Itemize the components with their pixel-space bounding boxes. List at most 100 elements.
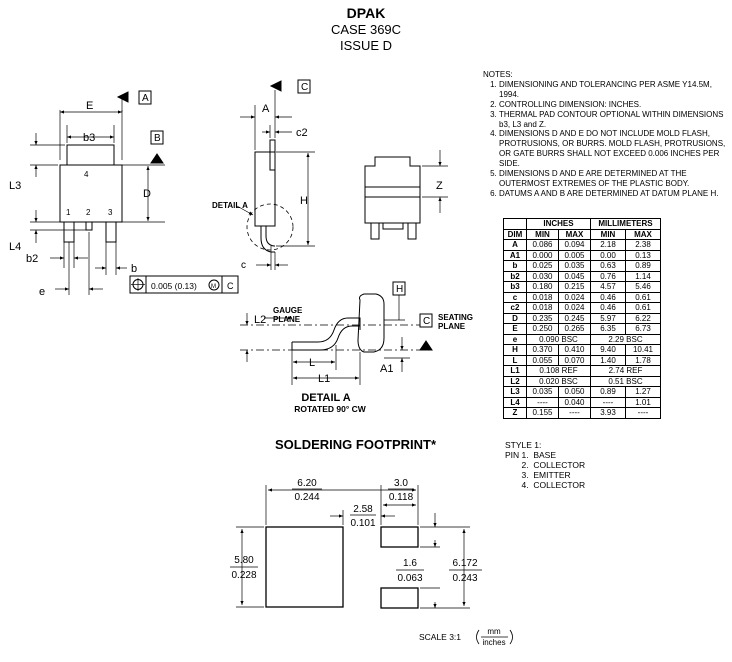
table-cell-dim: L1 <box>503 365 527 377</box>
table-head-inches: INCHES <box>526 218 591 230</box>
datum-B: B <box>154 133 161 144</box>
table-cell-dim: L4 <box>503 396 527 408</box>
note-5: DIMENSIONS D AND E ARE DETERMINED AT THE… <box>499 169 728 189</box>
table-cell-in-min: 0.155 <box>526 407 559 419</box>
table-cell-dim: D <box>503 312 527 324</box>
table-cell-mm-max: 1.78 <box>625 354 661 366</box>
table-cell-mm-max: 0.61 <box>625 291 661 303</box>
fp-scale: SCALE 3:1 <box>419 632 461 642</box>
tolerance-value: 0.005 (0.13) <box>151 281 197 291</box>
table-cell-mm: 0.51 BSC <box>590 375 661 387</box>
detail-a-labels: L2 GAUGE PLANE H C SEATING PLANE L L1 A1… <box>254 284 473 414</box>
table-cell-mm-min: 0.63 <box>590 260 626 272</box>
gauge-plane-label-2: PLANE <box>273 315 301 324</box>
dimension-table: INCHES MILLIMETERS DIM MIN MAX MIN MAX A… <box>503 218 661 419</box>
footprint-large-pad <box>265 526 344 608</box>
label-L1: L1 <box>318 373 330 385</box>
table-cell-in-max: 0.045 <box>558 270 591 282</box>
tolerance-mmc: M <box>211 284 216 290</box>
table-cell-dim: L3 <box>503 386 527 398</box>
table-head-mm: MILLIMETERS <box>590 218 661 230</box>
detail-a-view <box>240 281 433 385</box>
note-6: DATUMS A AND B ARE DETERMINED AT DATUM P… <box>499 189 728 199</box>
table-cell-in-min: 0.055 <box>526 354 559 366</box>
table-cell-dim: A1 <box>503 249 527 261</box>
datum-C-seating: C <box>423 316 430 327</box>
table-cell-in-max: 0.024 <box>558 302 591 314</box>
table-cell-in-min: 0.018 <box>526 291 559 303</box>
footprint-pad-lower <box>380 587 419 609</box>
table-cell-mm-max: 0.61 <box>625 302 661 314</box>
detail-a-body <box>357 293 385 353</box>
table-col-in-max: MAX <box>558 228 591 240</box>
top-view-lead-3 <box>105 221 117 243</box>
table-col-mm-max: MAX <box>625 228 661 240</box>
table-cell-dim: c2 <box>503 302 527 314</box>
notes-heading: NOTES: <box>483 70 513 79</box>
style-block: STYLE 1: PIN 1. BASE 2. COLLECTOR 3. EMI… <box>505 440 585 490</box>
label-L3: L3 <box>9 180 21 192</box>
style-pin-2: 2. COLLECTOR <box>505 460 586 470</box>
note-1: DIMENSIONING AND TOLERANCING PER ASME Y1… <box>499 80 728 100</box>
table-cell-mm-min: ---- <box>590 396 626 408</box>
table-cell-mm-min: 2.18 <box>590 239 626 251</box>
seating-plane-label-2: PLANE <box>438 322 466 331</box>
table-cell-in-max: 0.245 <box>558 312 591 324</box>
table-cell-in-max: 0.215 <box>558 281 591 293</box>
soldering-footprint <box>230 485 513 645</box>
fp-d6-in: 0.243 <box>452 573 477 584</box>
table-cell-in-min: 0.030 <box>526 270 559 282</box>
table-cell-mm-max: 6.73 <box>625 323 661 335</box>
side-view <box>236 79 315 270</box>
table-cell-mm-max: 0.13 <box>625 249 661 261</box>
style-pin-3: 3. EMITTER <box>505 470 571 480</box>
fp-d5-in: 0.063 <box>397 573 422 584</box>
table-cell-mm-max: 2.38 <box>625 239 661 251</box>
detail-a-ref: DETAIL A <box>212 201 248 210</box>
table-cell-mm-min: 0.46 <box>590 291 626 303</box>
side-view-body <box>254 151 276 227</box>
style-pin-4: 4. COLLECTOR <box>505 480 586 490</box>
label-Z: Z <box>436 180 443 192</box>
pin-4-label: 4 <box>84 170 89 179</box>
table-cell-in-min: 0.025 <box>526 260 559 272</box>
top-view-lead-1 <box>63 221 75 243</box>
label-c: c <box>241 260 246 271</box>
table-cell-mm-min: 0.46 <box>590 302 626 314</box>
note-4: DIMENSIONS D AND E DO NOT INCLUDE MOLD F… <box>499 129 728 169</box>
label-L: L <box>309 357 315 369</box>
label-H: H <box>300 195 308 207</box>
table-cell-dim: L2 <box>503 375 527 387</box>
fp-d2-mm: 3.0 <box>394 478 408 489</box>
table-cell-mm-max: 0.89 <box>625 260 661 272</box>
table-cell-dim: b2 <box>503 270 527 282</box>
label-L4: L4 <box>9 241 21 253</box>
table-cell-in-max: 0.094 <box>558 239 591 251</box>
fp-d5-mm: 1.6 <box>403 558 417 569</box>
table-cell-mm-min: 1.40 <box>590 354 626 366</box>
table-cell-in-max: 0.035 <box>558 260 591 272</box>
table-cell-mm-min: 5.97 <box>590 312 626 324</box>
fp-d1-mm: 6.20 <box>297 478 317 489</box>
pin-2-label: 2 <box>86 208 91 217</box>
table-cell-mm-max: 1.01 <box>625 396 661 408</box>
detail-a-circle <box>246 203 294 251</box>
table-cell-in-min: 0.000 <box>526 249 559 261</box>
fp-d3-mm: 2.58 <box>353 504 373 515</box>
top-view-lead-2 <box>85 221 93 231</box>
package-title: DPAK <box>346 5 386 21</box>
seating-plane-label-1: SEATING <box>438 313 473 322</box>
table-cell-dim: L <box>503 354 527 366</box>
